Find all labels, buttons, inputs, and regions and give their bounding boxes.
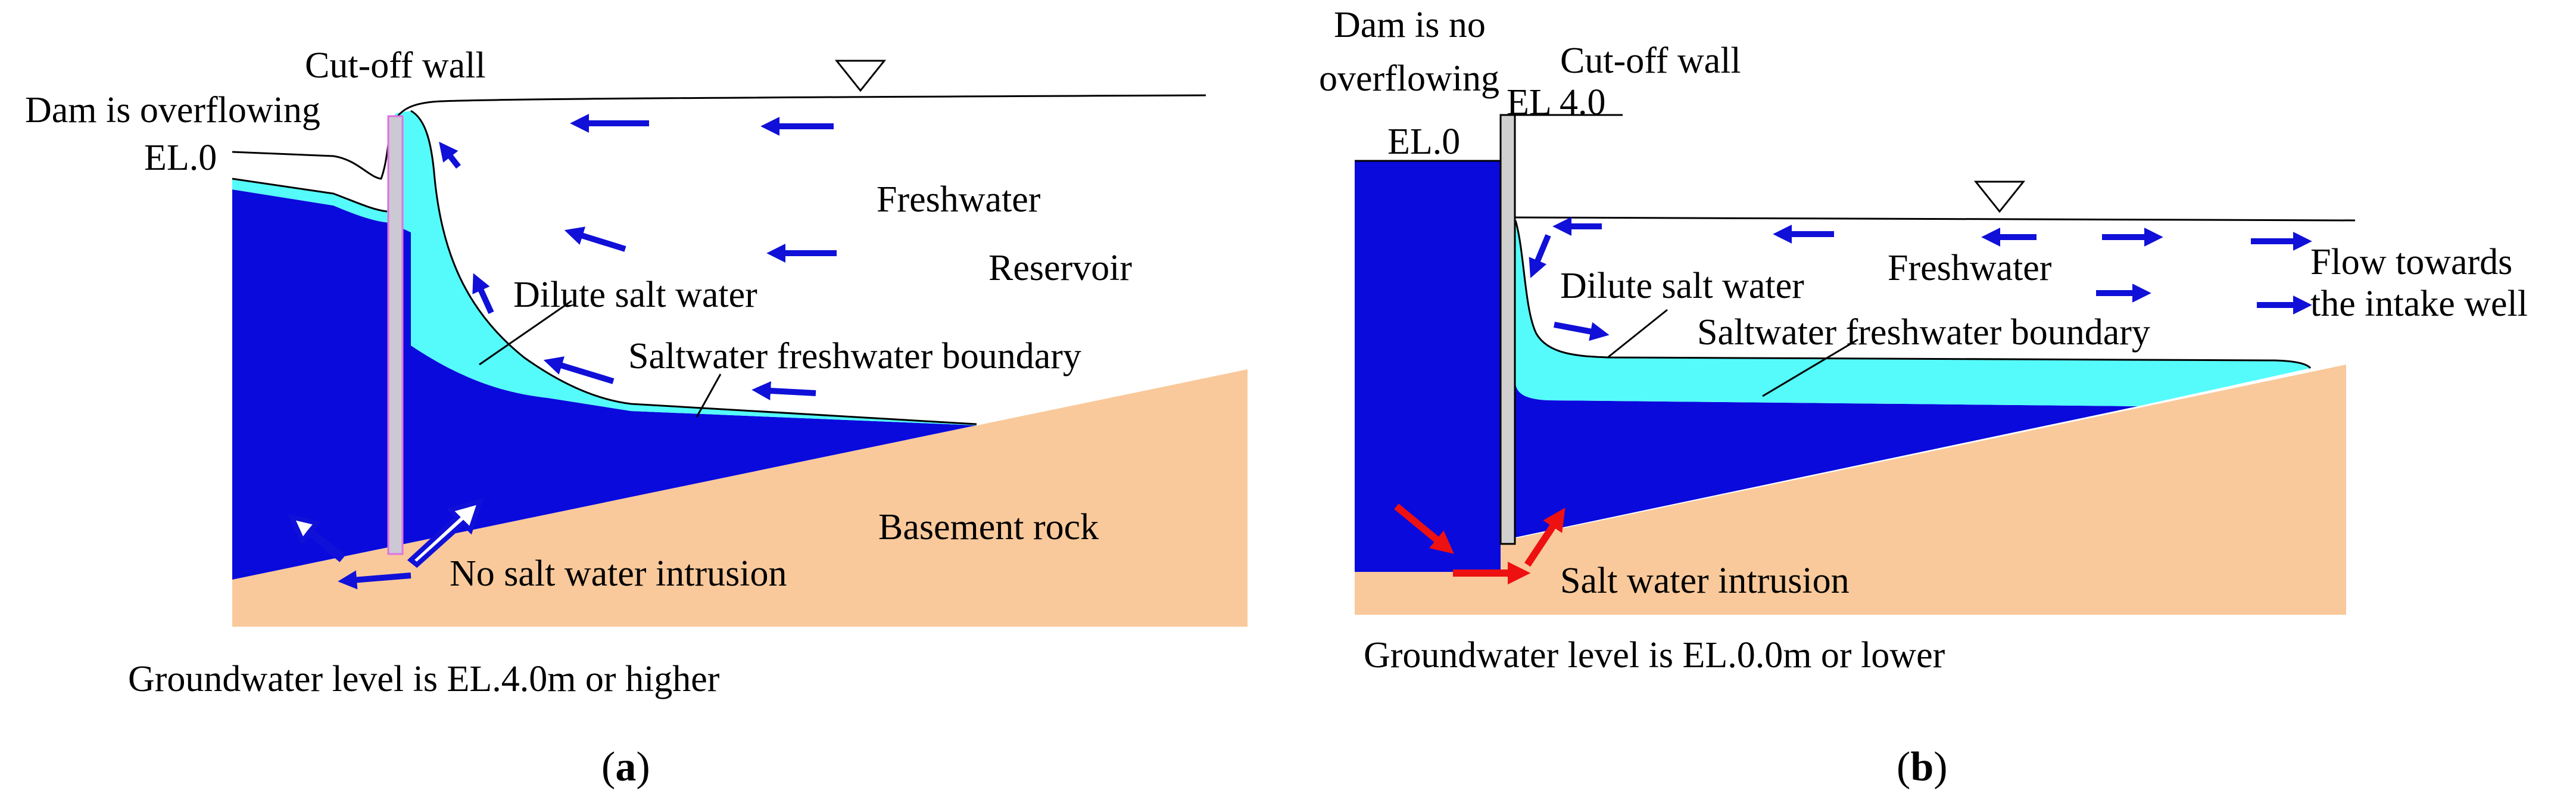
outflow-arrow-icon: [288, 514, 346, 562]
saltwater-area: [1515, 381, 2138, 537]
cutoff-wall-label-a: Cut-off wall: [305, 45, 486, 86]
panel-a: Cut-off wall Dam is overflowing EL.0 Fre…: [25, 45, 1248, 790]
dam-status-label-b1: Dam is no: [1334, 5, 1486, 45]
boundary-line: [1514, 220, 2312, 369]
boundary-label-b: Saltwater freshwater boundary: [1697, 312, 2150, 353]
boundary-label-a: Saltwater freshwater boundary: [628, 336, 1081, 376]
flow-direction-label-1: Flow towards: [2310, 242, 2512, 282]
freshwater-label-b: Freshwater: [1888, 248, 2052, 288]
panel-b: Dam is no overflowing Cut-off wall EL 4.…: [1319, 5, 2528, 790]
dilute-salt-water-label-a: Dilute salt water: [513, 275, 757, 315]
saltwater-area: [232, 189, 977, 580]
cutoff-wall-b: [1499, 114, 1516, 545]
caption-a: (a): [601, 744, 650, 790]
water-level-icon: [834, 60, 887, 92]
flow-arrow-icon: [1529, 234, 1551, 278]
flow-arrow-icon: [564, 226, 626, 252]
flow-arrow-icon: [751, 381, 816, 400]
flow-arrows-a: [338, 113, 837, 590]
water-surface-line: [232, 94, 1206, 180]
flow-arrow-icon: [472, 273, 494, 315]
salt-intrusion-label: Salt water intrusion: [1560, 561, 1850, 601]
dilute-salt-water-label-b: Dilute salt water: [1560, 266, 1804, 306]
freshwater-label-a: Freshwater: [877, 179, 1041, 220]
intrusion-arrow-icon: [1524, 508, 1565, 567]
leader-line: [696, 374, 722, 418]
intrusion-arrows: [1394, 503, 1565, 585]
boundary-line: [232, 110, 977, 425]
flow-arrow-icon: [1554, 322, 1610, 341]
groundwater-label-a: Groundwater level is EL.4.0m or higher: [128, 659, 720, 699]
leader-line: [479, 300, 572, 366]
flow-direction-label-2: the intake well: [2310, 284, 2528, 324]
flow-arrow-icon: [439, 141, 461, 169]
el0-label-b: EL.0: [1387, 122, 1460, 162]
flow-arrow-icon: [543, 356, 615, 384]
dam-block: [1355, 161, 1501, 572]
el0-label-a: EL.0: [144, 138, 217, 178]
groundwater-label-b: Groundwater level is EL.0.0m or lower: [1364, 635, 1945, 676]
flow-arrows-b: [1529, 216, 2312, 341]
leader-line: [1607, 309, 1668, 359]
cutoff-wall-label-b: Cut-off wall: [1560, 41, 1741, 81]
basement-rock-area: [232, 369, 1248, 627]
flow-arrow-icon: [338, 570, 411, 590]
dam-status-label-b2: overflowing: [1319, 58, 1499, 99]
caption-b: (b): [1897, 744, 1948, 790]
dam-status-label-a: Dam is overflowing: [25, 90, 320, 130]
cutoff-wall-a: [387, 115, 404, 555]
basement-rock-label: Basement rock: [878, 507, 1099, 547]
water-surface-line: [1515, 216, 2356, 222]
water-level-icon: [1973, 181, 2026, 213]
el40-label: EL 4.0: [1507, 82, 1605, 123]
no-intrusion-label: No salt water intrusion: [450, 553, 787, 594]
intrusion-arrow-icon: [1394, 503, 1454, 554]
outflow-arrow-icon: [407, 498, 484, 568]
basement-rock-area: [1355, 365, 2346, 615]
reservoir-label: Reservoir: [988, 248, 1132, 288]
leader-line: [1762, 338, 1858, 397]
dilute-water-area: [232, 111, 977, 425]
